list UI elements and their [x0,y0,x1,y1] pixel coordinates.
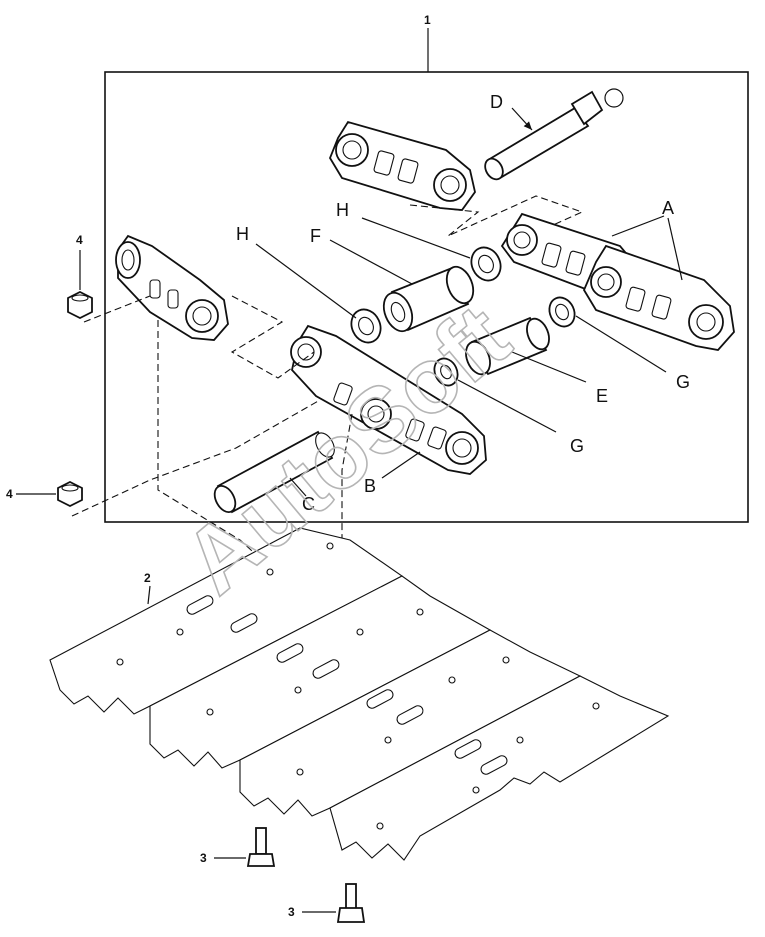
pin-c [213,430,335,514]
track-link-upper [328,120,476,211]
spacer-g-center [433,357,459,387]
label-g-center: G [570,436,584,456]
callout-4-lower: 4 [6,487,13,501]
seal-h-left [350,308,382,344]
callout-3-left: 3 [200,851,207,865]
label-a: A [662,198,674,218]
spacer-g-right [548,296,576,328]
callout-3-right: 3 [288,905,295,919]
label-h-left: H [236,224,249,244]
master-pin [484,88,624,181]
bolt-left [214,827,276,867]
track-link-b [290,324,487,475]
master-link-left [115,234,229,341]
label-g-right: G [676,372,690,392]
label-f: F [310,226,321,246]
nut-lower [16,480,83,508]
callout-1: 1 [424,13,431,27]
label-e: E [596,386,608,406]
label-h-center: H [336,200,349,220]
callout-4-upper: 4 [76,233,83,247]
nut-upper [67,250,93,320]
callout-2: 2 [144,571,151,585]
track-shoe-plates [49,527,670,861]
label-d: D [490,92,503,112]
label-b: B [364,476,376,496]
seal-h-right [470,246,502,282]
bushing-e [465,316,550,376]
label-c: C [302,494,315,514]
assembly-frame [104,71,749,523]
track-link-a-front [582,244,735,351]
bolt-right [302,883,366,923]
bushing-f [382,265,475,333]
